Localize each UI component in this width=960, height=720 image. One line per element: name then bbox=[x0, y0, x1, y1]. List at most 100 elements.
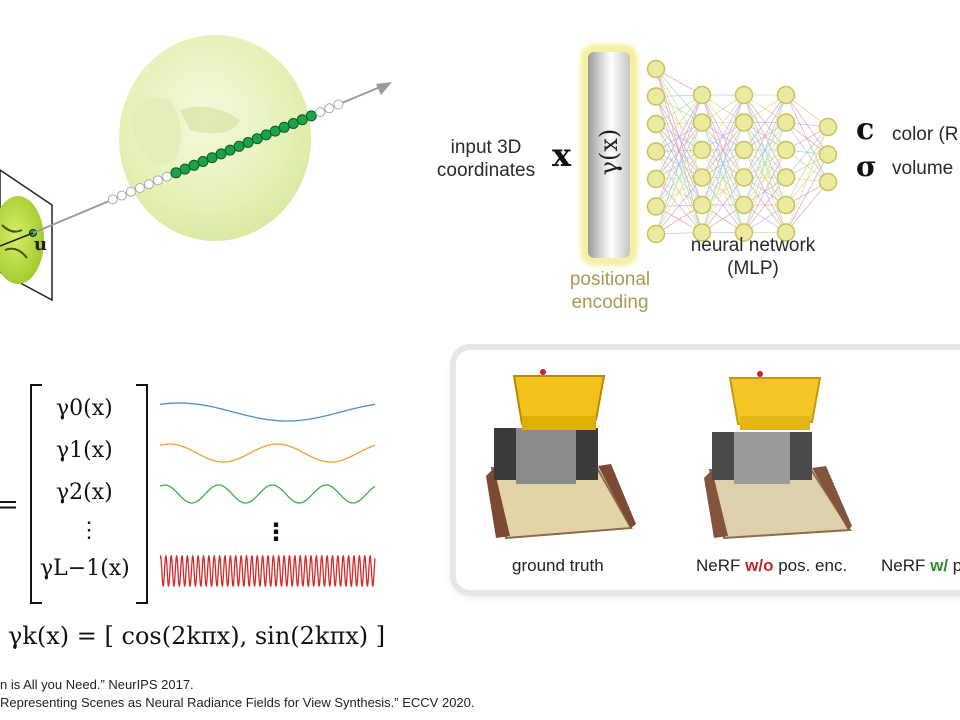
ray-sample-point bbox=[324, 103, 335, 114]
caption-without-prefix: NeRF bbox=[696, 556, 746, 575]
input-label-line2: coordinates bbox=[436, 160, 536, 181]
mlp-network bbox=[646, 59, 838, 244]
mlp-neuron bbox=[818, 117, 838, 137]
caption-with-encoding: NeRF w/ p bbox=[881, 556, 960, 576]
ray-sample-point bbox=[143, 179, 154, 190]
gamma-entry-dots: ⋮ bbox=[78, 518, 100, 543]
mlp-neuron bbox=[776, 195, 796, 215]
ray-sample-point bbox=[215, 148, 227, 160]
mlp-edge bbox=[701, 122, 745, 233]
mlp-edge bbox=[785, 181, 829, 233]
mlp-neuron bbox=[692, 140, 712, 160]
scene-object-detail bbox=[180, 106, 240, 134]
gamma-entry-0: γ0(x) bbox=[56, 396, 113, 421]
ray-sample-point bbox=[233, 140, 245, 152]
mlp-edge bbox=[785, 126, 829, 233]
mlp-edge bbox=[785, 126, 829, 178]
output-density-symbol: σ bbox=[856, 150, 877, 183]
caption-with-prefix: NeRF bbox=[881, 556, 931, 575]
mlp-neuron bbox=[734, 85, 754, 105]
pixel-u-label: u bbox=[34, 234, 48, 255]
wave-frequency-0 bbox=[160, 402, 376, 422]
ray-sample-point bbox=[161, 171, 172, 182]
caption-without-encoding: NeRF w/o pos. enc. bbox=[696, 556, 847, 576]
ray-sample-point bbox=[333, 99, 344, 110]
mlp-neuron bbox=[692, 85, 712, 105]
scene-volume-sphere bbox=[119, 35, 311, 241]
mlp-neuron bbox=[776, 113, 796, 132]
input-x-symbol: x bbox=[552, 136, 572, 174]
mlp-neuron bbox=[776, 85, 796, 105]
mlp-neuron bbox=[646, 169, 666, 189]
caption-ground-truth: ground truth bbox=[512, 556, 604, 575]
mlp-edge bbox=[655, 94, 703, 152]
mlp-edge bbox=[655, 122, 703, 235]
wave-vertical-dots: ⋮ bbox=[264, 519, 288, 546]
caption-with-highlight: w/ bbox=[930, 556, 949, 575]
mlp-neuron bbox=[734, 195, 754, 215]
ray-sample-point bbox=[224, 144, 236, 156]
mlp-neuron bbox=[734, 113, 754, 132]
ray-sample-point bbox=[260, 129, 272, 141]
mlp-edge bbox=[743, 122, 787, 233]
wave-frequency-high bbox=[160, 554, 376, 588]
projected-pixel-blob bbox=[0, 196, 44, 284]
neural-network-label: neural network (MLP) bbox=[678, 234, 828, 280]
mlp-neuron bbox=[776, 140, 796, 160]
mlp-edge bbox=[743, 94, 787, 206]
bulldozer-without-encoding-image bbox=[704, 371, 852, 540]
reference-line-2: Representing Scenes as Neural Radiance F… bbox=[0, 695, 475, 710]
output-color-label: color (R bbox=[892, 124, 959, 145]
network-label-line1: neural network bbox=[690, 235, 816, 256]
mlp-neuron bbox=[734, 223, 754, 242]
mlp-neuron bbox=[818, 145, 838, 164]
encoding-label-line2: encoding bbox=[571, 292, 649, 313]
wave-frequency-2 bbox=[160, 484, 376, 504]
scene-object-silhouette bbox=[130, 97, 182, 165]
mlp-edge bbox=[743, 94, 787, 178]
network-label-line2: (MLP) bbox=[727, 258, 779, 279]
mlp-neuron bbox=[646, 197, 666, 216]
ray-sample-point bbox=[116, 190, 127, 201]
caption-without-highlight: w/o bbox=[745, 556, 774, 575]
mlp-neuron bbox=[692, 195, 712, 215]
positional-encoding-block: γ(x) bbox=[584, 48, 634, 262]
input-label-line1: input 3D bbox=[450, 137, 522, 158]
frequency-waves bbox=[160, 402, 376, 588]
ray-arrowhead bbox=[376, 82, 392, 95]
gamma-entry-2: γ2(x) bbox=[56, 480, 113, 505]
mlp-edge bbox=[701, 94, 745, 178]
ray-sample-point bbox=[188, 159, 200, 171]
ray-sample-point bbox=[278, 121, 290, 133]
input-coordinates-label: input 3D coordinates bbox=[424, 136, 548, 182]
mlp-neuron bbox=[646, 114, 666, 134]
mlp-neuron bbox=[818, 172, 838, 192]
gamma-entry-1: γ1(x) bbox=[56, 438, 113, 463]
mlp-neuron bbox=[734, 140, 754, 160]
gamma-k-formula: γk(x) = [ cos(2kπx), sin(2kπx) ] bbox=[8, 622, 386, 650]
mlp-edge bbox=[701, 94, 745, 151]
ray-sample-point bbox=[269, 125, 281, 137]
ray-sample-point bbox=[242, 137, 254, 148]
mlp-edge bbox=[655, 94, 703, 207]
ray-sample-point bbox=[170, 167, 182, 179]
ray-sampling-diagram bbox=[0, 35, 392, 302]
bulldozer-ground-truth-image bbox=[486, 369, 636, 540]
pixel-detail bbox=[1, 224, 28, 259]
mlp-neuron bbox=[776, 223, 796, 242]
ray-sample-point bbox=[179, 163, 191, 175]
mlp-neuron bbox=[646, 87, 666, 106]
mlp-neuron bbox=[646, 142, 666, 161]
vector-right-bracket bbox=[136, 384, 148, 604]
ray-sample-points bbox=[107, 99, 344, 205]
caption-with-suffix: p bbox=[952, 556, 960, 575]
ray-sample-point bbox=[134, 183, 145, 193]
ray-sample-point bbox=[206, 152, 218, 164]
vector-left-bracket bbox=[30, 384, 42, 604]
mlp-edge bbox=[785, 154, 829, 233]
mlp-edge bbox=[701, 177, 745, 233]
mlp-edge bbox=[701, 149, 745, 233]
wave-frequency-1 bbox=[160, 443, 376, 463]
mlp-neuron bbox=[734, 168, 754, 187]
mlp-neuron bbox=[776, 168, 796, 187]
